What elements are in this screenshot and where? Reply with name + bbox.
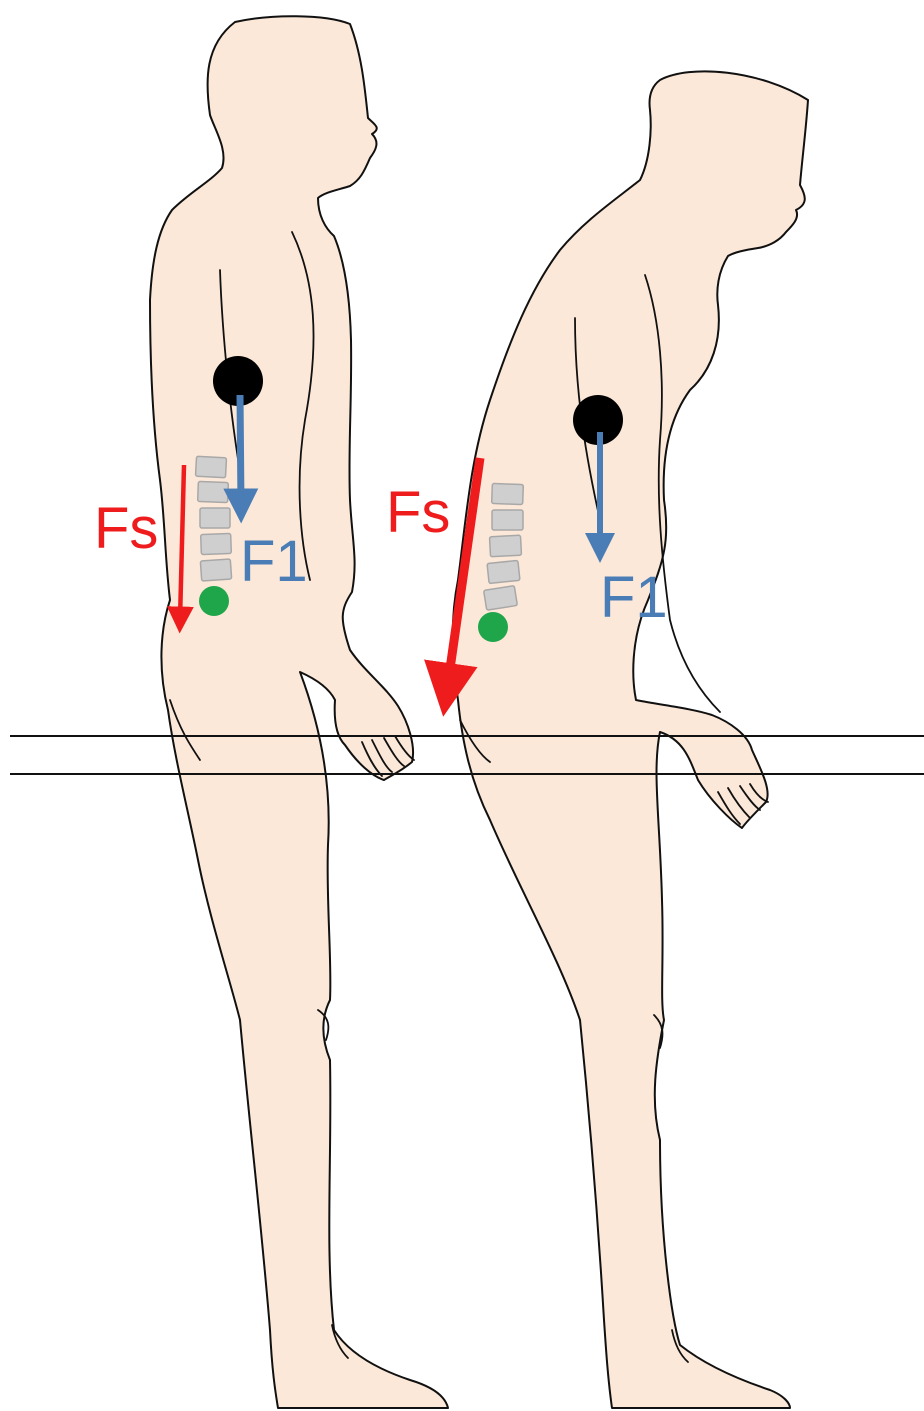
upright-figure: Fs F1: [94, 16, 448, 1408]
flexed-vertebra: [492, 510, 523, 530]
flexed-spinal-force-label: Fs: [386, 480, 450, 545]
upright-vertebra: [201, 533, 232, 554]
upright-sacrum-marker: [199, 586, 229, 616]
flexed-sacrum-marker: [478, 612, 508, 642]
upright-spine: [195, 456, 231, 581]
flexed-body-silhouette: [453, 71, 808, 1408]
flexed-load-force-label: F1: [600, 565, 668, 630]
upright-spinal-force-label: Fs: [94, 496, 158, 561]
flexed-figure: Fs F1: [386, 71, 808, 1408]
upright-vertebra: [195, 456, 226, 478]
upright-vertebra: [198, 481, 229, 502]
upright-vertebra: [200, 559, 231, 581]
upright-load-force-arrow: [240, 395, 241, 506]
upright-body-silhouette: [150, 16, 448, 1408]
flexed-vertebra: [492, 483, 524, 504]
flexed-vertebra: [487, 560, 520, 583]
flexed-vertebra: [489, 535, 521, 557]
upright-load-force-label: F1: [240, 529, 308, 594]
upright-vertebra: [200, 508, 230, 528]
flexed-vertebra: [484, 586, 518, 611]
